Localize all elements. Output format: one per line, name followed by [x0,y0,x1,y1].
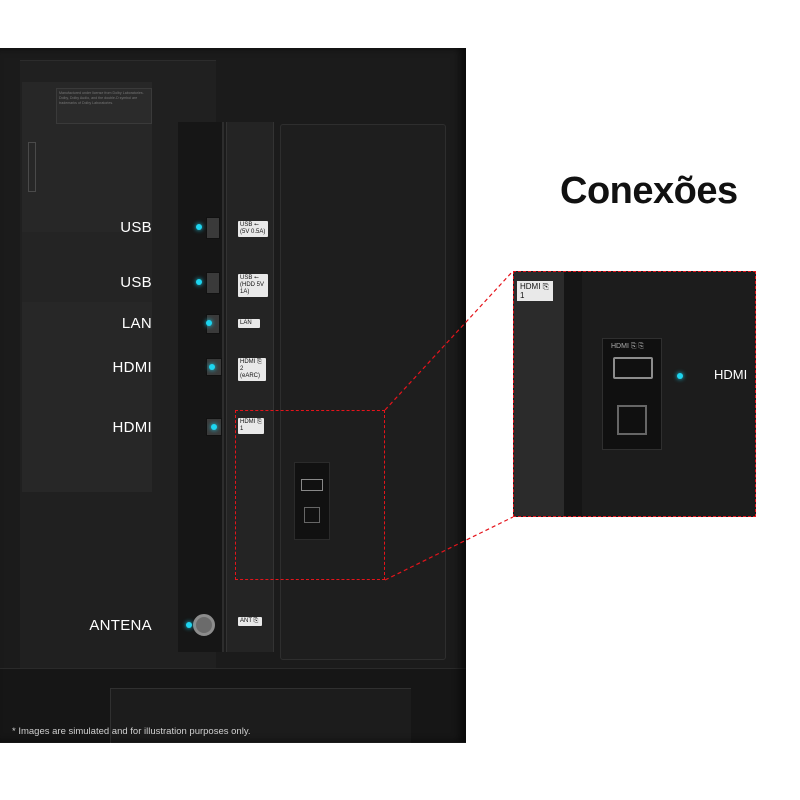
disclaimer: * Images are simulated and for illustrat… [12,726,251,737]
bottom-inner [110,688,411,743]
label-hdmi-2: HDMI [112,359,152,376]
zoom-groove [564,272,582,516]
side-hdmi-optical-block [294,462,330,540]
zoom-chip-hdmi-1: HDMI ⎘ 1 [517,281,553,301]
chip-lan: LAN [238,319,260,328]
sticker-band [22,232,152,302]
chip-antenna: ANT ⎘ [238,617,262,626]
zoom-panel: HDMI ⎘ 1 HDMI ⎘ ⎘ HDMI [513,271,756,517]
label-usb-2: USB [120,274,152,291]
usb-port-1 [206,217,220,239]
port-rail [178,122,224,652]
label-lan: LAN [121,315,152,332]
lan-indicator [206,320,212,326]
chip-hdmi-1: HDMI ⎘ 1 [238,418,264,434]
side-optical-slot [304,507,320,523]
license-label: Manufactured under license from Dolby La… [56,88,152,124]
zoom-label-strip [514,272,565,516]
label-usb-1: USB [120,219,152,236]
barcode-icon [28,142,36,192]
usb-1-indicator [196,224,202,230]
hdmi-2-indicator [209,364,215,370]
hdmi-1-indicator [211,424,217,430]
zoom-optical-slot [617,405,647,435]
zoom-hdmi-slot [613,357,653,379]
usb-port-2 [206,272,220,294]
zoom-hdmi-indicator [677,373,683,379]
zoom-source-box [235,410,385,580]
zoom-hdmi-label: HDMI [714,367,748,382]
side-hdmi-slot [301,479,323,491]
label-antenna: ANTENA [89,617,152,634]
chip-hdmi-2: HDMI ⎘ 2 (eARC) [238,358,266,381]
zoom-port-tag: HDMI ⎘ ⎘ [611,343,644,350]
chip-usb-1: USB ⭠ (5V 0.5A) [238,221,268,237]
zoom-port-block: HDMI ⎘ ⎘ [602,338,662,450]
port-label-strip [226,122,274,652]
usb-2-indicator [196,279,202,285]
chip-usb-2: USB ⭠ (HDD 5V 1A) [238,274,268,297]
antenna-indicator [186,622,192,628]
label-hdmi-1: HDMI [112,419,152,436]
antenna-connector [193,614,215,636]
page-heading: Conexões [560,170,738,212]
